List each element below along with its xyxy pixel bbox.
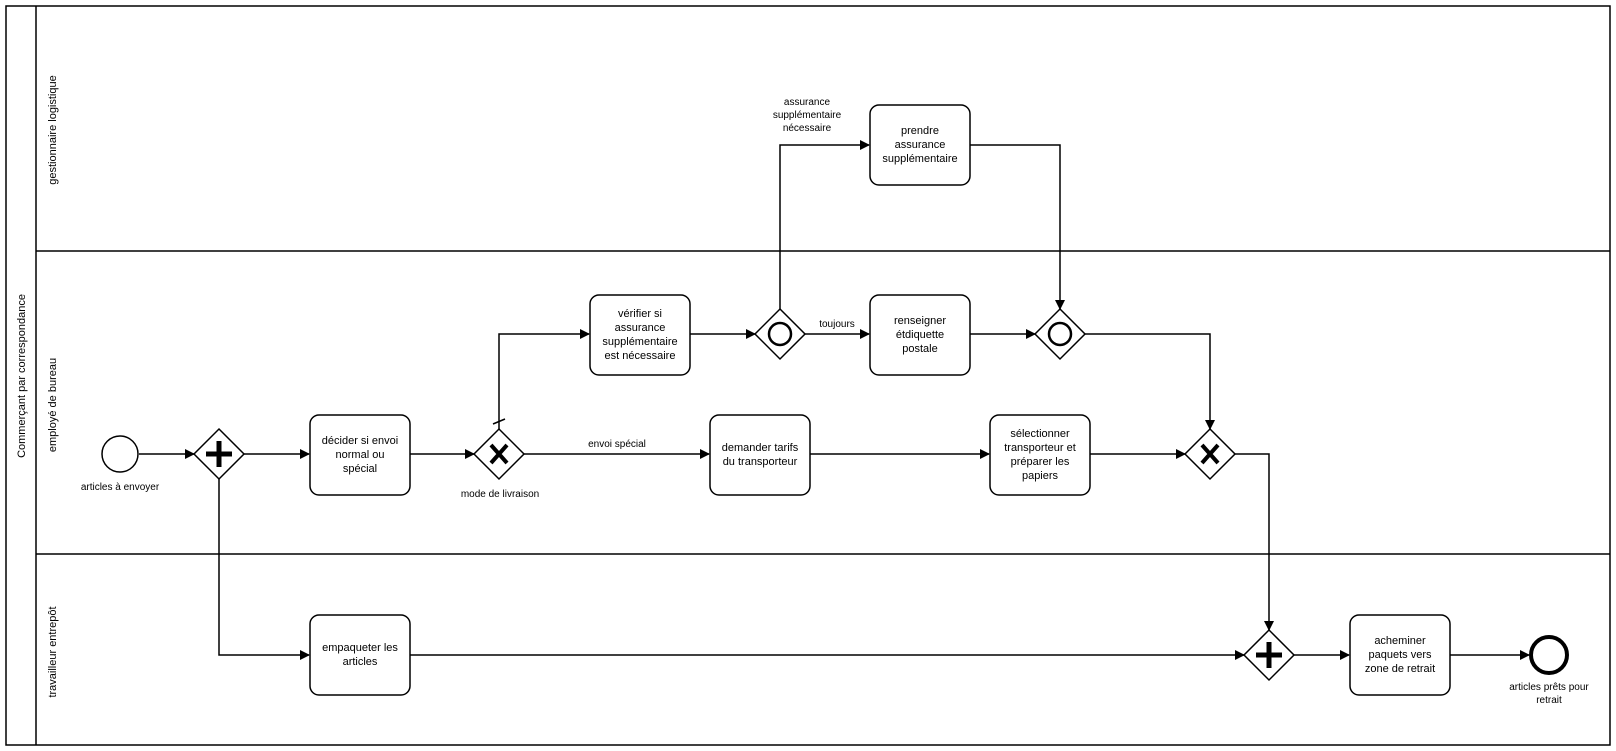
gateway-exclusive-join[interactable]: [1183, 427, 1237, 481]
gateway-mode-livraison[interactable]: [472, 427, 526, 481]
task-prendre-line-2: assurance: [895, 139, 946, 151]
task-decider-line-3: spécial: [343, 463, 377, 475]
flow-xorjoin-to-join: [1235, 453, 1274, 631]
task-prendre[interactable]: prendre assurance supplémentaire: [869, 104, 971, 186]
task-selectionner-line-3: préparer les: [1011, 456, 1070, 468]
flow-default-marker: [492, 418, 506, 425]
flow-or-to-prendre: [779, 140, 870, 309]
task-demander-line-2: du transporteur: [723, 456, 798, 468]
gateway-mode-livraison-label: mode de livraison: [461, 489, 539, 500]
end-event-label-line-2: retrait: [1536, 695, 1562, 706]
flow-mode-to-verifier: [498, 329, 590, 429]
flow-prendre-to-orjoin: [970, 144, 1065, 310]
pool: Commerçant par correspondance: [5, 5, 1611, 746]
task-prendre-line-1: prendre: [901, 125, 939, 137]
task-empaqueter-line-2: articles: [343, 656, 378, 668]
task-decider-line-2: normal ou: [336, 449, 385, 461]
flow-label-envoi-special: envoi spécial: [588, 439, 646, 450]
task-empaqueter[interactable]: empaqueter les articles: [309, 614, 411, 696]
end-event-label-line-1: articles prêts pour: [1509, 682, 1589, 693]
task-demander-line-1: demander tarifs: [722, 442, 799, 454]
flow-label-toujours: toujours: [819, 319, 855, 330]
sequence-flows: [139, 140, 1530, 660]
gateway-inclusive-split[interactable]: [753, 307, 807, 361]
task-selectionner-line-4: papiers: [1022, 470, 1059, 482]
task-decider-line-1: décider si envoi: [322, 435, 398, 447]
task-verifier-line-3: supplémentaire: [602, 336, 677, 348]
flow-label-assurance-1: assurance: [784, 97, 831, 108]
task-renseigner-line-3: postale: [902, 343, 937, 355]
task-demander[interactable]: demander tarifs du transporteur: [709, 414, 811, 496]
lane-labels: gestionnaire logistique employé de burea…: [47, 75, 59, 697]
gateway-parallel-join[interactable]: [1242, 628, 1296, 682]
start-event[interactable]: [101, 435, 139, 473]
lane-label-gestionnaire: gestionnaire logistique: [47, 75, 59, 184]
gateway-inclusive-join[interactable]: [1033, 307, 1087, 361]
flow-label-assurance-3: nécessaire: [783, 123, 832, 134]
gateway-parallel-split[interactable]: [192, 427, 246, 481]
task-acheminer-line-3: zone de retrait: [1365, 663, 1435, 675]
task-acheminer-line-2: paquets vers: [1369, 649, 1432, 661]
task-verifier[interactable]: vérifier si assurance supplémentaire est…: [589, 294, 691, 376]
task-verifier-line-1: vérifier si: [618, 308, 662, 320]
start-event-label: articles à envoyer: [81, 482, 160, 493]
flow-label-assurance-2: supplémentaire: [773, 110, 842, 121]
flow-labels: assurance supplémentaire nécessaire touj…: [588, 97, 855, 450]
task-renseigner-line-2: étdiquette: [896, 329, 944, 341]
task-verifier-line-2: assurance: [615, 322, 666, 334]
flow-split-to-empaqueter: [218, 479, 310, 660]
task-selectionner-line-2: transporteur et: [1004, 442, 1076, 454]
task-renseigner[interactable]: renseigner étdiquette postale: [869, 294, 971, 376]
lane-label-travailleur: travailleur entrepôt: [47, 606, 59, 697]
task-prendre-line-3: supplémentaire: [882, 153, 957, 165]
pool-label: Commerçant par correspondance: [16, 294, 28, 458]
task-acheminer-line-1: acheminer: [1374, 635, 1426, 647]
end-event[interactable]: [1529, 635, 1569, 675]
task-renseigner-line-1: renseigner: [894, 315, 946, 327]
task-selectionner[interactable]: sélectionner transporteur et préparer le…: [989, 414, 1091, 496]
flow-orjoin-to-xorjoin: [1085, 333, 1215, 430]
task-acheminer[interactable]: acheminer paquets vers zone de retrait: [1349, 614, 1451, 696]
task-verifier-line-4: est nécessaire: [605, 350, 676, 362]
task-decider[interactable]: décider si envoi normal ou spécial: [309, 414, 411, 496]
lane-label-employe: employé de bureau: [47, 358, 59, 452]
task-selectionner-line-1: sélectionner: [1010, 428, 1070, 440]
task-empaqueter-line-1: empaqueter les: [322, 642, 398, 654]
